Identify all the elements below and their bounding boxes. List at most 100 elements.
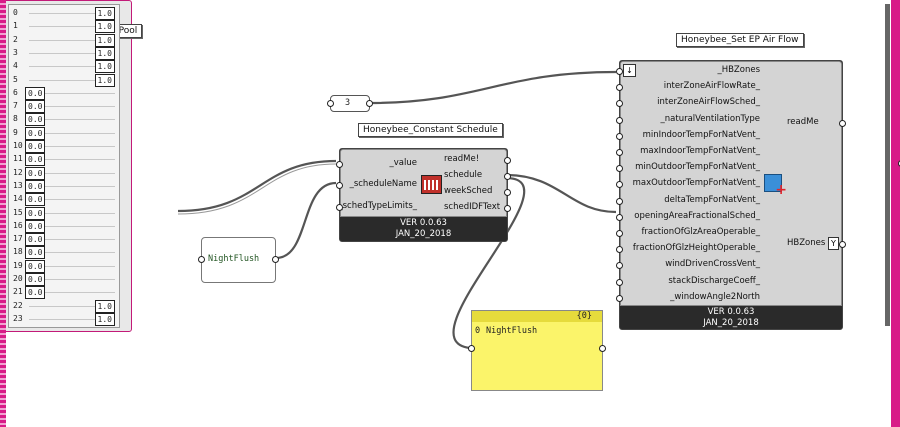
number-panel-input-grip[interactable] (327, 100, 334, 107)
set-ep-airflow-input-grip[interactable] (616, 213, 623, 221)
gene-pool-row-track[interactable] (29, 39, 115, 41)
constant-schedule-output-grip[interactable] (504, 173, 511, 180)
set-ep-airflow-output-grip[interactable] (839, 120, 846, 127)
gene-pool-row-track[interactable] (29, 119, 115, 121)
set-ep-airflow-input-grip[interactable] (616, 68, 623, 75)
set-ep-airflow-input-grip[interactable] (616, 197, 623, 205)
gene-pool-row-track[interactable] (29, 212, 115, 214)
set-ep-airflow-input-grip[interactable] (616, 132, 623, 140)
gene-pool-row-value[interactable]: 0.0 (25, 246, 46, 260)
collapse-arrow-icon[interactable]: ↓ (623, 64, 636, 77)
nightflush-panel-input-grip[interactable] (198, 256, 205, 263)
gene-pool-row-track[interactable] (29, 132, 115, 134)
gene-pool-row-track[interactable] (29, 172, 115, 174)
gene-pool-row-track[interactable] (29, 66, 115, 68)
gene-pool-row-track[interactable] (29, 92, 115, 94)
constant-schedule-input-grip[interactable] (336, 161, 343, 168)
gene-pool-row-track[interactable] (29, 252, 115, 254)
gene-pool-row-value[interactable]: 0.0 (25, 100, 46, 114)
set-ep-airflow-input-grip[interactable] (616, 230, 623, 237)
gene-pool-row-track[interactable] (29, 185, 115, 187)
schedule-output-panel[interactable]: {0} 0 NightFlush (468, 310, 606, 391)
gene-pool-row-track[interactable] (29, 239, 115, 241)
gene-pool-row-track[interactable] (29, 305, 115, 307)
number-panel[interactable]: 3 (327, 95, 373, 112)
set-ep-airflow-input-grip[interactable] (616, 246, 623, 254)
set-ep-airflow-input-grip[interactable] (616, 100, 623, 108)
gene-pool-row-track[interactable] (29, 279, 115, 280)
set-ep-airflow-input-grip[interactable] (616, 262, 623, 270)
gene-pool-row-track[interactable] (29, 318, 115, 320)
constant-schedule-input-grip[interactable] (336, 204, 343, 211)
constant-schedule-output-grip[interactable] (504, 205, 511, 212)
set-ep-airflow-input-grip[interactable] (616, 149, 623, 156)
gene-pool-row-value[interactable]: 1.0 (94, 60, 115, 74)
gene-pool-row-value[interactable]: 0.0 (25, 273, 46, 286)
gene-pool-row-track[interactable] (29, 79, 115, 81)
set-ep-airflow-input-grip[interactable] (616, 116, 623, 124)
gene-pool-row-value[interactable]: 0.0 (25, 140, 46, 153)
gene-pool-row-value[interactable]: 0.0 (25, 166, 46, 180)
gene-pool-row-track[interactable] (29, 265, 115, 267)
gene-pool-row-track[interactable] (29, 159, 115, 161)
gene-pool-row-value[interactable]: 1.0 (94, 7, 115, 20)
constant-schedule-input-grip[interactable] (336, 182, 343, 189)
gene-pool-row-track[interactable] (29, 26, 115, 28)
number-panel-output-grip[interactable] (366, 100, 373, 107)
output-panel-output-grip[interactable] (599, 345, 606, 352)
gene-pool-scrollbar[interactable] (885, 4, 890, 326)
set-ep-airflow-input-grip[interactable] (616, 181, 623, 189)
gene-pool-row-value[interactable]: 0.0 (25, 219, 46, 233)
gene-pool-row-value[interactable]: 0.0 (25, 126, 46, 140)
gene-pool-row-track[interactable] (29, 106, 115, 108)
nightflush-panel-output-grip[interactable] (272, 256, 279, 263)
set-ep-airflow-input-grip[interactable] (616, 294, 623, 302)
gene-pool-row-track[interactable] (29, 13, 115, 14)
set-ep-airflow-input-grip[interactable] (616, 84, 623, 92)
gene-pool-row-track[interactable] (29, 199, 115, 201)
gene-pool-row-value[interactable]: 0.0 (25, 286, 46, 300)
constant-schedule-output-grip[interactable] (504, 157, 511, 164)
gene-pool-row-value[interactable]: 1.0 (94, 20, 115, 34)
gene-pool-row-value[interactable]: 0.0 (25, 113, 46, 127)
gene-pool-row-value[interactable]: 0.0 (25, 233, 46, 247)
gene-pool-row-track[interactable] (29, 52, 115, 54)
gene-pool-row-track[interactable] (29, 146, 115, 147)
gene-pool-row-track[interactable] (29, 292, 115, 294)
gene-pool-row-value[interactable]: 0.0 (25, 86, 46, 100)
set-ep-airflow-output-grip[interactable] (839, 241, 846, 248)
gene-pool-row-track[interactable] (29, 225, 115, 227)
nightflush-panel[interactable]: NightFlush (198, 237, 279, 283)
gene-pool-output-grip[interactable] (898, 160, 900, 167)
gene-pool-row-value[interactable]: 0.0 (25, 259, 46, 273)
gene-pool-row-value[interactable]: 1.0 (94, 73, 115, 87)
output-panel-input-grip[interactable] (468, 345, 475, 352)
gene-pool-row-value[interactable]: 0.0 (25, 153, 46, 167)
constant-schedule-output-grip[interactable] (504, 189, 511, 196)
